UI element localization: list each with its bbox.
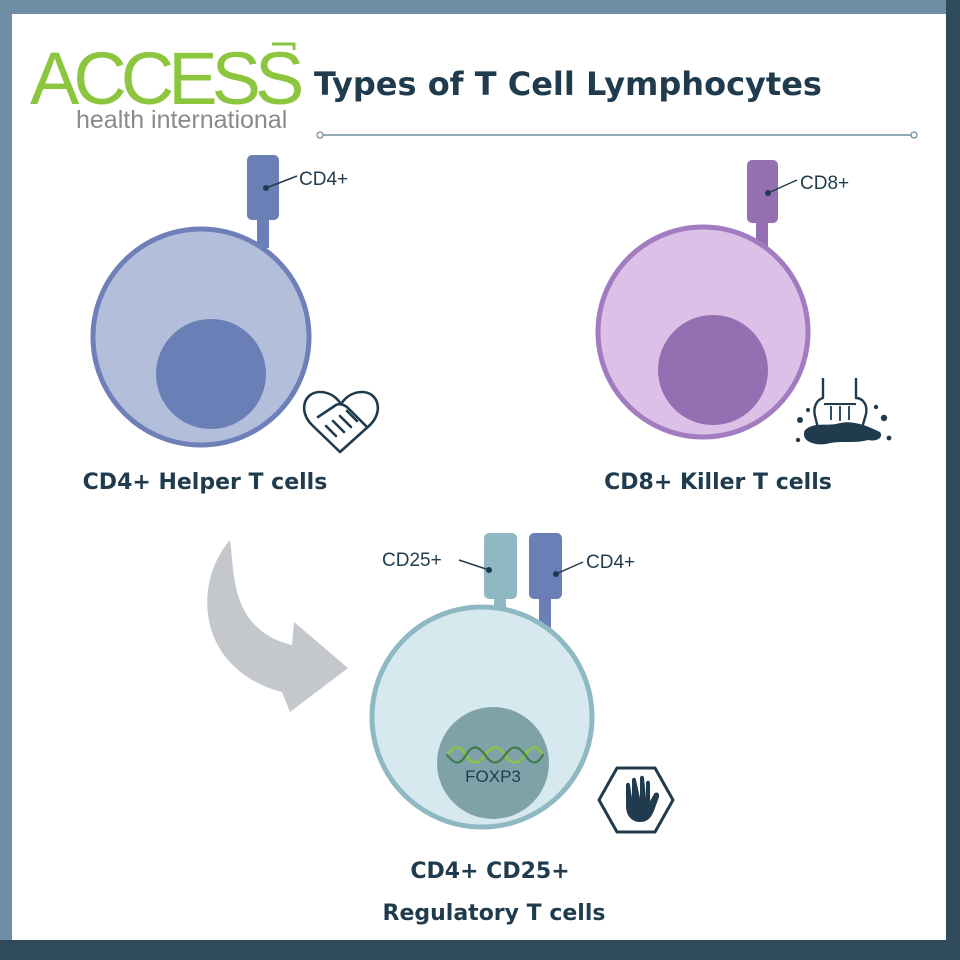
regulatory-t-cell: CD25+ CD4+ FOXP3 — [369, 533, 635, 830]
handshake-icon — [302, 390, 380, 454]
title-divider — [316, 131, 918, 139]
frame-edge-right — [946, 0, 960, 960]
logo: ACCESS health international — [30, 37, 307, 134]
cd4-receptor — [247, 155, 279, 220]
treg-marker-left-label: CD25+ — [382, 550, 442, 571]
cd4-receptor-stalk — [257, 218, 269, 248]
cd4-marker-callout — [263, 175, 298, 191]
cd8-marker-callout — [765, 179, 798, 196]
killer-cell-nucleus — [658, 315, 768, 425]
gene-label: FOXP3 — [465, 767, 521, 786]
cd25-marker-callout — [458, 559, 492, 573]
treg-marker-right-label: CD4+ — [586, 552, 635, 573]
killer-marker-label: CD8+ — [800, 173, 849, 194]
helper-marker-label: CD4+ — [299, 169, 348, 190]
page-title: Types of T Cell Lymphocytes — [314, 65, 822, 103]
frame-edge-bottom — [0, 940, 960, 960]
killer-t-cell: CD8+ — [595, 160, 849, 440]
fist-smash-icon — [795, 378, 892, 445]
cd25-receptor — [484, 533, 517, 599]
dna-helix-icon — [445, 746, 545, 764]
curved-arrow-icon — [207, 540, 348, 712]
helper-t-cell: CD4+ — [90, 155, 348, 448]
killer-cell-label: CD8+ Killer T cells — [604, 470, 832, 495]
cd8-receptor — [747, 160, 778, 223]
treg-cd4-marker-callout — [553, 561, 584, 577]
stop-hand-icon — [597, 766, 675, 834]
logo-accent-mark — [272, 42, 296, 50]
treg-cell-label-line2: Regulatory T cells — [383, 901, 606, 926]
logo-tagline: health international — [76, 106, 287, 134]
treg-cd4-receptor — [529, 533, 562, 599]
logo-wordmark: ACCESS — [30, 37, 301, 120]
helper-cell-nucleus — [156, 319, 266, 429]
helper-cell-label: CD4+ Helper T cells — [83, 470, 328, 495]
treg-cell-label-line1: CD4+ CD25+ — [410, 859, 569, 884]
